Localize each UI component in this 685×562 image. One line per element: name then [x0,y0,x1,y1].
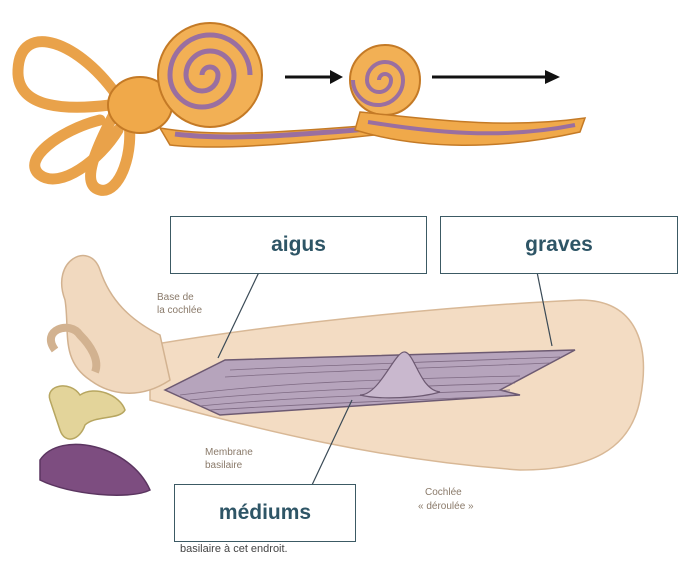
arrow-2 [432,70,560,84]
annotation-cochlea-2: « déroulée » [418,501,474,512]
label-mediums: médiums [174,484,356,542]
annotation-membrane-2: basilaire [205,460,243,471]
label-aigus: aigus [170,216,427,274]
inner-ear-uncoiling-figure [18,23,585,190]
cochlea-partially-uncoiled [350,45,585,145]
annotation-membrane-1: Membrane [205,447,253,458]
caption-fragment: basilaire à cet endroit. [180,543,288,555]
label-graves: graves [440,216,678,274]
eardrum [40,444,150,495]
annotation-base-1: Base de [157,292,194,303]
arrow-1 [285,70,343,84]
ear-structure [62,256,170,394]
annotation-cochlea-1: Cochlée [425,487,462,498]
ossicles [49,386,125,439]
annotation-base-2: la cochlée [157,305,202,316]
